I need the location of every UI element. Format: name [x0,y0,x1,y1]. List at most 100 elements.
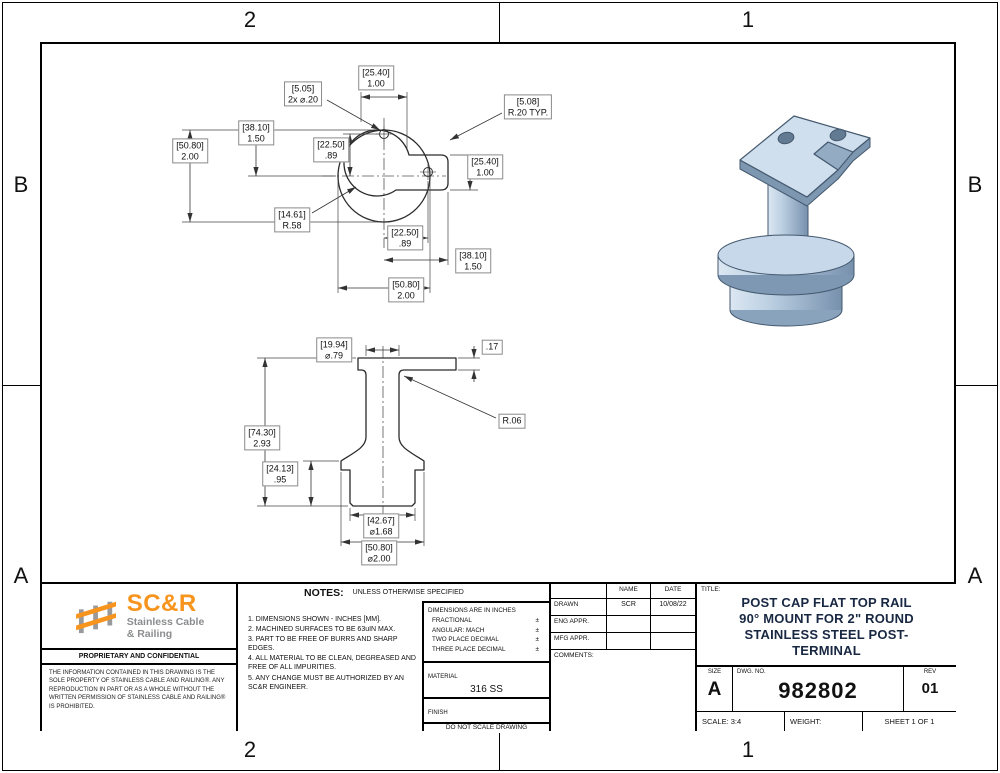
tolerance-box: DIMENSIONS ARE IN INCHES FRACTIONAL ± AN… [422,601,549,731]
dim-in: .95 [273,474,287,484]
logo-cell: SC&R Stainless Cable & Railing PROPRIETA… [42,584,238,731]
logo-brand: SC&R [126,589,197,617]
dim-mm: [50.80] [176,140,204,151]
material-section: MATERIAL 316 SS [424,661,549,697]
dim-in: 2x ⌀.20 [288,94,318,104]
dim-in: 2.00 [397,290,415,300]
comments-label: COMMENTS: [554,652,594,659]
tolerance-row: FRACTIONAL ± [428,616,545,626]
dim-mm: [38.10] [459,250,487,261]
dim-in: 1.00 [367,78,385,88]
dim-label-arm-width: [25.40] 1.00 [467,154,503,180]
zone-label-bottom-left: 2 [243,737,257,762]
dim-in: R.20 TYP. [507,107,549,117]
zone-label-top-left: 2 [243,7,257,32]
dim-mm: [25.40] [471,156,499,167]
zone-tick-top [499,3,500,42]
zone-label-right-b: B [967,172,983,197]
zone-label-top-right: 1 [741,7,755,32]
dim-in: ⌀1.68 [369,526,393,536]
size-label: SIZE [707,669,722,675]
approvals-table: NAME DATE DRAWN SCR 10/08/22 ENG APPR. M… [551,584,695,666]
dim-label-insert-height: [24.13] .95 [262,461,298,487]
tolerance-row: ANGULAR: MACH ± [428,626,545,636]
weight-label: WEIGHT: [790,717,822,726]
dim-mm: [38.10] [242,122,270,133]
dim-in: 1.00 [476,167,494,177]
tolerance-pm: ± [535,626,539,634]
dim-label-hole-offset-vertical: [22.50] .89 [313,137,349,163]
approval-row-name [607,616,651,633]
dim-label-stem-diameter: [19.94] ⌀.79 [316,337,352,363]
rev-value: 01 [921,680,939,697]
tolerance-pm: ± [535,646,539,653]
logo-text: SC&R Stainless Cable & Railing [126,589,205,640]
dim-in: 2.00 [181,151,199,161]
note-item: 4. ALL MATERIAL TO BE CLEAN, DEGREASED A… [248,655,416,672]
dim-in: 2.93 [253,438,271,448]
material-label: MATERIAL [428,674,458,680]
notes-heading: NOTES: [304,586,344,599]
dim-in: R.58 [282,220,302,230]
title-cell: TITLE: POST CAP FLAT TOP RAIL 90° MOUNT … [697,584,956,731]
rev-cell: REV 01 [904,667,956,711]
tolerance-row: TWO PLACE DECIMAL ± [428,635,545,645]
notes-subheading: UNLESS OTHERWISE SPECIFIED [352,589,464,596]
tolerance-label: ANGULAR: MACH [432,626,485,634]
dim-label-width-overall: [50.80] 2.00 [388,277,424,303]
dim-label-plate-thickness: .17 [481,339,503,355]
weight-cell: WEIGHT: [785,712,863,731]
approval-row-date [651,633,695,650]
dwg-number-cell: DWG. NO. 982802 [733,667,904,711]
title-line: 90° MOUNT FOR 2" ROUND [739,611,914,626]
drawing-title: POST CAP FLAT TOP RAIL 90° MOUNT FOR 2" … [697,595,956,659]
top-view-geometry [322,118,449,248]
dim-mm: [25.40] [362,67,390,78]
dim-in: ⌀.79 [325,350,343,360]
dim-label-lobe-radius: [14.61] R.58 [274,207,310,233]
approvals-corner [551,584,607,599]
zone-label-right-a: A [967,563,983,588]
scale-label: SCALE: 3:4 [702,717,742,726]
approvals-date-header: DATE [651,584,695,599]
dim-in: R.06 [502,415,522,426]
scale-weight-sheet-row: SCALE: 3:4 WEIGHT: SHEET 1 OF 1 [697,711,956,731]
drawing-title-area: TITLE: POST CAP FLAT TOP RAIL 90° MOUNT … [697,584,956,665]
dim-label-hole-diameter: [5.05] 2x ⌀.20 [284,81,322,107]
note-item: 1. DIMENSIONS SHOWN - INCHES [MM]. [248,616,382,623]
dim-label-flange-diameter: [50.80] ⌀2.00 [361,540,397,566]
dim-label-fillet-radius: R.06 [498,413,526,429]
logo-tagline-2: & Railing [126,628,173,640]
tolerance-title: DIMENSIONS ARE IN INCHES [428,607,516,614]
tolerance-label: FRACTIONAL [432,616,472,624]
proprietary-text: THE INFORMATION CONTAINED IN THIS DRAWIN… [49,670,226,710]
dim-label-insert-diameter: [42.67] ⌀1.68 [363,513,399,539]
rev-label: REV [923,669,937,675]
scr-logo-icon [75,601,116,634]
dim-mm: [5.05] [291,83,315,94]
zone-label-left-b: B [13,172,29,197]
notes-header: NOTES: UNLESS OTHERWISE SPECIFIED [238,584,549,601]
top-view-dimension-lines [182,92,503,293]
do-not-scale-note: DO NOT SCALE DRAWING [424,722,549,731]
finish-section: FINISH [424,697,549,722]
finish-label: FINISH [428,710,448,716]
notes-list: 1. DIMENSIONS SHOWN - INCHES [MM]. 2. MA… [238,601,424,693]
dim-label-height-center: [38.10] 1.50 [238,120,274,146]
tolerance-pm: ± [535,636,539,644]
tolerance-row: THREE PLACE DECIMAL ± [428,645,545,655]
approval-row-label: MFG APPR. [551,633,607,650]
title-block: SC&R Stainless Cable & Railing PROPRIETA… [42,582,956,731]
dim-mm: [42.67] [367,515,395,526]
title-line: STAINLESS STEEL POST- [744,627,909,642]
dim-in: 1.50 [247,133,265,143]
tolerance-label: THREE PLACE DECIMAL [432,646,506,653]
logo-tagline-1: Stainless Cable [126,615,205,628]
approval-row-label: ENG APPR. [551,616,607,633]
note-item: 2. MACHINED SURFACES TO BE 63uIN MAX. [248,626,396,634]
sheet-label: SHEET 1 OF 1 [884,717,935,726]
approval-row-label: DRAWN [551,599,607,616]
dim-mm: [22.50] [391,227,419,238]
